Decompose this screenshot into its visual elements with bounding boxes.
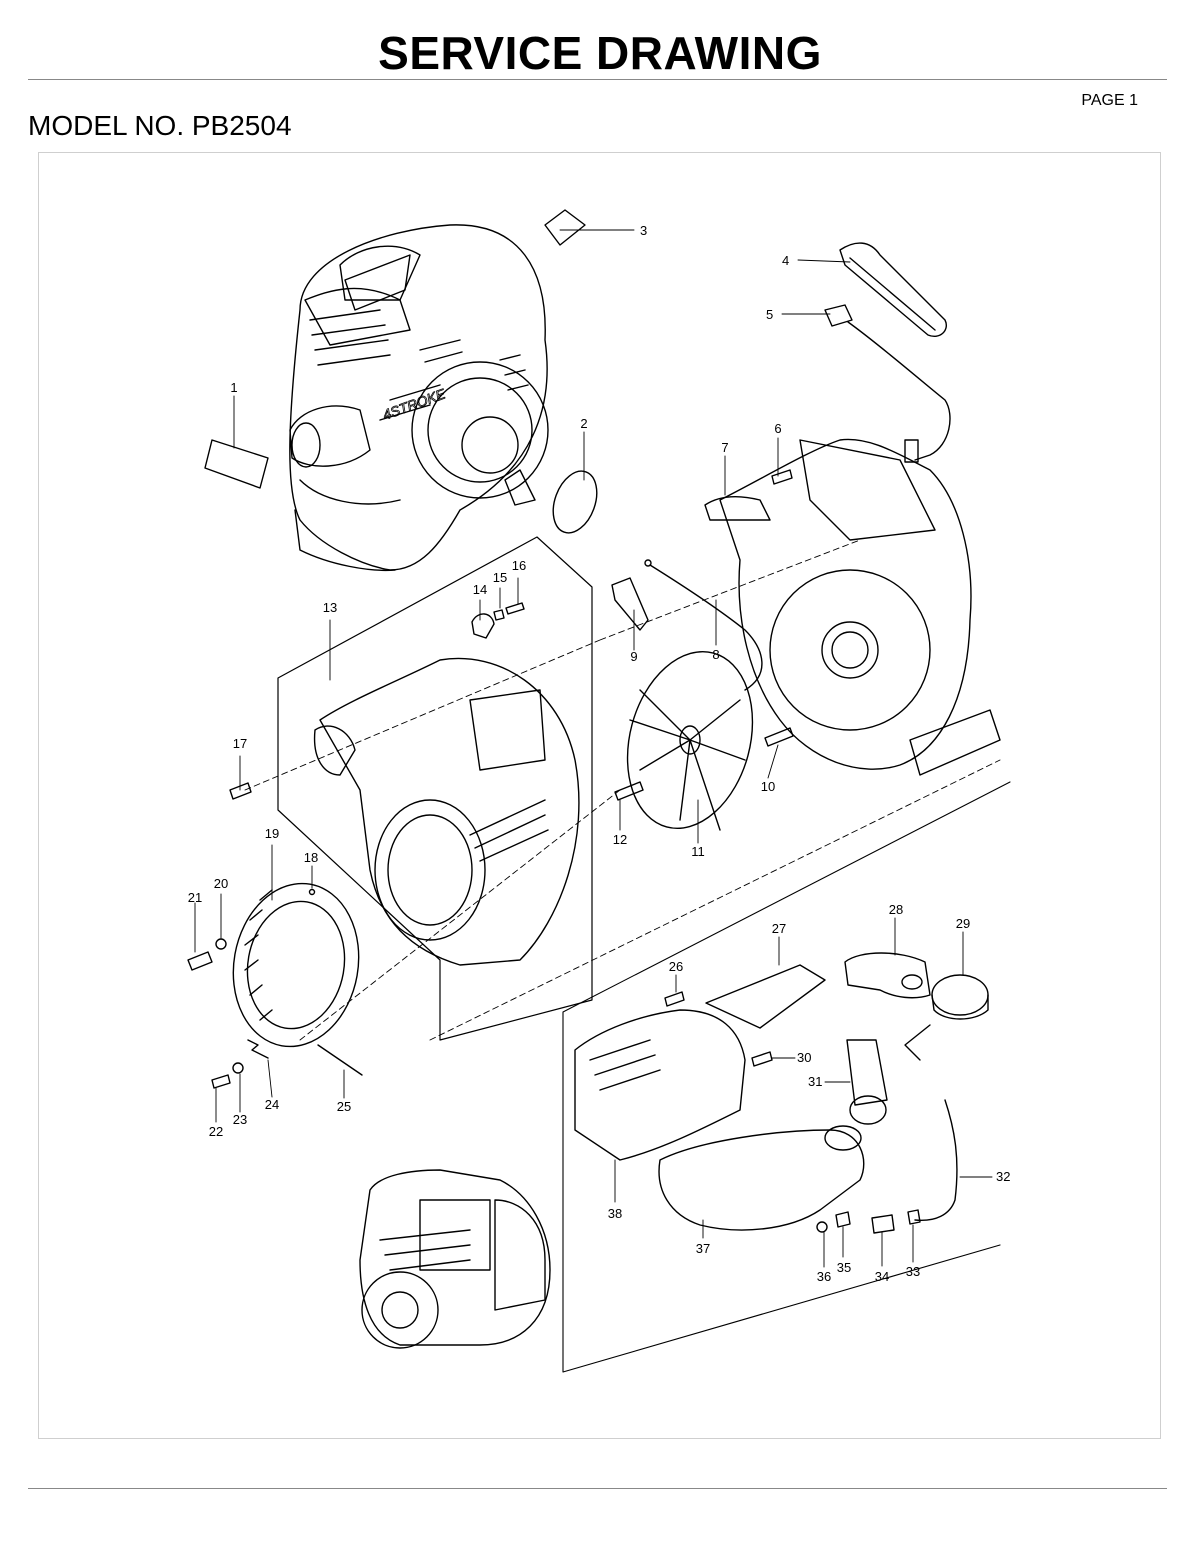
washer-part-23	[232, 1062, 244, 1074]
screw-part-12	[614, 781, 644, 801]
spring-part-24	[247, 1039, 269, 1059]
part-17-screw	[229, 782, 252, 800]
part-33-fitting	[907, 1209, 921, 1225]
callout-36: 36	[817, 1269, 831, 1284]
screw-part-10	[764, 727, 794, 747]
callout-19: 19	[265, 826, 279, 841]
page-title: SERVICE DRAWING	[378, 27, 822, 79]
callout-14: 14	[473, 582, 487, 597]
rod-part-25	[317, 1044, 363, 1076]
footer-divider	[28, 1488, 1167, 1489]
callout-6: 6	[774, 421, 781, 436]
front-housing-kit-box	[277, 536, 593, 1041]
callout-21: 21	[188, 890, 202, 905]
callout-9: 9	[630, 649, 637, 664]
callout-34: 34	[875, 1269, 889, 1284]
plate-part-27	[705, 964, 826, 1029]
part-1-label-sticker	[204, 439, 269, 489]
callout-13: 13	[323, 600, 337, 615]
screw-part-35	[835, 1211, 851, 1228]
callout-2: 2	[580, 416, 587, 431]
callout-11: 11	[691, 844, 705, 859]
callout-24: 24	[265, 1097, 279, 1112]
callout-4: 4	[782, 253, 789, 268]
callout-15: 15	[493, 570, 507, 585]
callout-8: 8	[712, 647, 719, 662]
callout-38: 38	[608, 1206, 622, 1221]
throttle-lever-part-9	[611, 577, 649, 631]
gasket-part-31	[846, 1039, 888, 1125]
callout-17: 17	[233, 736, 247, 751]
callout-23: 23	[233, 1112, 247, 1127]
callout-20: 20	[214, 876, 228, 891]
callout-18: 18	[304, 850, 318, 865]
callout-26: 26	[669, 959, 683, 974]
callout-1: 1	[230, 380, 237, 395]
drawing-frame	[38, 152, 1161, 1439]
screw-part-26	[664, 991, 685, 1007]
rear-housing-part-7	[704, 438, 1001, 776]
part-18-pin	[308, 888, 316, 896]
fuel-cap-part-29	[904, 974, 989, 1061]
washer-part-36	[816, 1221, 828, 1233]
assembled-blower-illustration: 4STROKE	[289, 224, 549, 572]
callout-5: 5	[766, 307, 773, 322]
fan-part-11	[626, 650, 754, 831]
page-number: PAGE 1	[1081, 92, 1138, 109]
callout-10: 10	[761, 779, 775, 794]
washer-part-20	[215, 938, 227, 950]
handle-grip-part-4	[839, 242, 947, 337]
callout-25: 25	[337, 1099, 351, 1114]
model-number: MODEL NO. PB2504	[28, 110, 292, 141]
front-housing-part-13	[313, 657, 580, 966]
header-divider	[28, 79, 1167, 80]
fuel-tank-part-37	[658, 1125, 865, 1231]
screw-part-22	[211, 1074, 231, 1089]
recoil-starter-part-19	[232, 882, 360, 1048]
callout-27: 27	[772, 921, 786, 936]
screw-part-30	[751, 1051, 773, 1067]
callout-16: 16	[512, 558, 526, 573]
callout-30: 30	[797, 1050, 811, 1065]
part-3-sticker	[544, 209, 586, 246]
callout-labels: 1 2 3 4 5 6 7 8 9 10 11 12 13 14 15 16 1…	[188, 223, 1011, 1284]
part-14-knob	[471, 613, 495, 639]
callout-29: 29	[956, 916, 970, 931]
callout-7: 7	[721, 440, 728, 455]
part-15-spring	[493, 609, 505, 621]
part-34-filter	[871, 1214, 895, 1234]
callout-3: 3	[640, 223, 647, 238]
callout-22: 22	[209, 1124, 223, 1139]
engine-block-illustration	[359, 1169, 551, 1349]
leader-lines	[194, 229, 1001, 1268]
engine-kit-box	[562, 781, 1011, 1373]
part-28-cap-housing	[844, 952, 931, 999]
fuel-hose-part-32	[914, 1099, 958, 1222]
part-2-oring	[552, 470, 598, 534]
callout-33: 33	[906, 1264, 920, 1279]
callout-35: 35	[837, 1260, 851, 1275]
part-6-clip	[771, 469, 793, 485]
callout-37: 37	[696, 1241, 710, 1256]
callout-28: 28	[889, 902, 903, 917]
callout-12: 12	[613, 832, 627, 847]
screw-part-21	[187, 951, 213, 971]
shroud-part-38	[574, 1009, 746, 1161]
callout-31: 31	[808, 1074, 822, 1089]
part-16-screw	[505, 602, 525, 615]
callout-32: 32	[996, 1169, 1010, 1184]
throttle-cable-part-8	[644, 559, 763, 691]
housing-logo: 4STROKE	[381, 385, 449, 423]
stop-switch-part-5	[824, 304, 951, 463]
